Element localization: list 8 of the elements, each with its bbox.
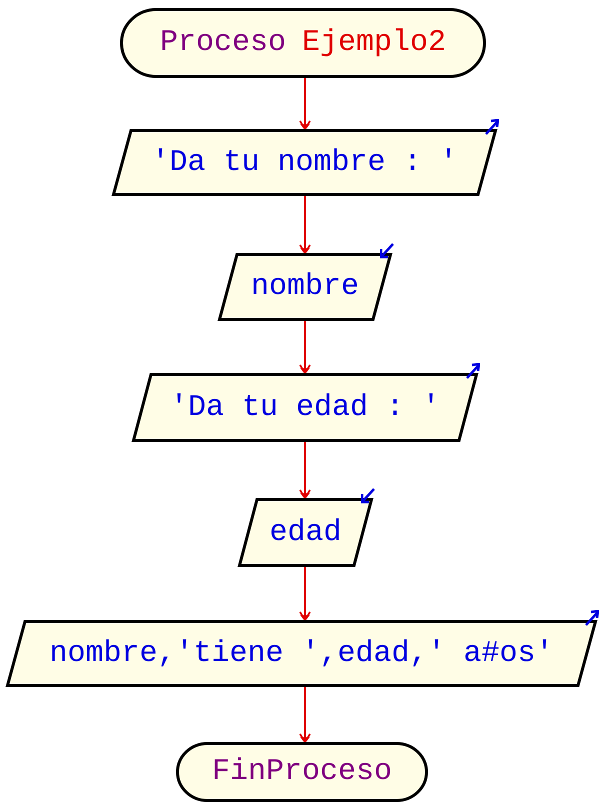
terminal-text: Proceso [160, 26, 286, 60]
output-text: nombre,'tiene ',edad,' a#os' [49, 636, 554, 670]
terminal-text: FinProceso [212, 755, 392, 789]
output-text: 'Da tu edad : ' [170, 390, 440, 424]
output-text: 'Da tu nombre : ' [151, 146, 458, 180]
input-text: edad [269, 516, 342, 550]
input-text: nombre [250, 270, 360, 304]
terminal-text: Ejemplo2 [302, 26, 446, 60]
